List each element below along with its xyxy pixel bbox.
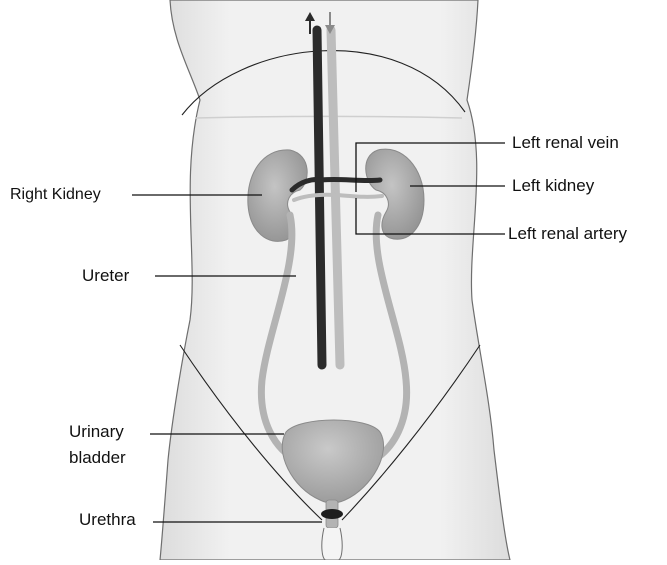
genital-outline: [322, 528, 342, 560]
renal-vein-left: [322, 179, 380, 180]
label-urinary-bladder-line1: Urinary: [69, 422, 124, 442]
label-left-renal-vein: Left renal vein: [512, 133, 619, 153]
label-urethra: Urethra: [79, 510, 136, 530]
label-ureter: Ureter: [82, 266, 129, 286]
renal-artery-left: [336, 195, 382, 197]
urethra-sphincter: [321, 509, 343, 519]
label-left-kidney: Left kidney: [512, 176, 594, 196]
label-left-renal-artery: Left renal artery: [508, 224, 627, 244]
label-urinary-bladder-line2: bladder: [69, 448, 126, 468]
dark-vessel: [317, 30, 322, 365]
label-right-kidney: Right Kidney: [10, 185, 101, 205]
